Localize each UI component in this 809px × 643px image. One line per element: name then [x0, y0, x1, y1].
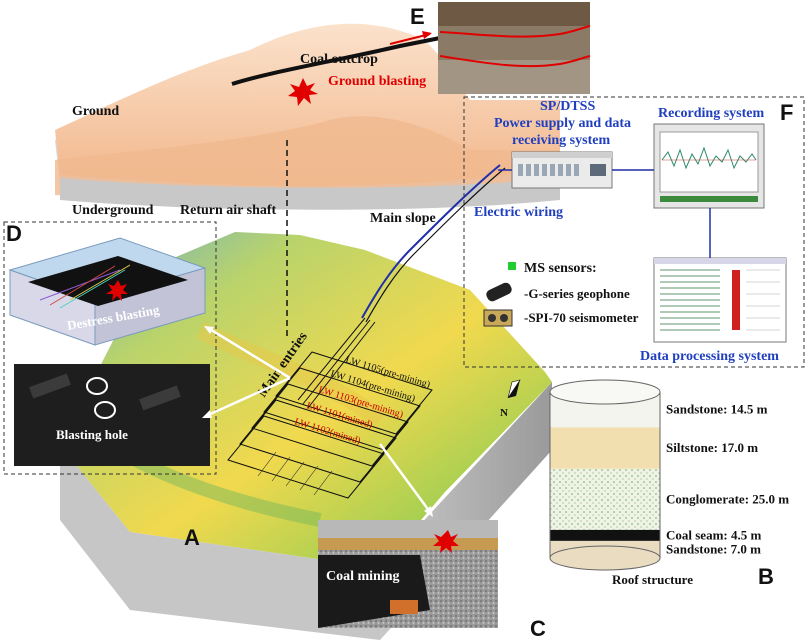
panel-b-letter: B: [758, 564, 774, 589]
panel-d-letter: D: [6, 221, 22, 246]
geophone-icon: [486, 282, 512, 302]
coal-outcrop-label: Coal outcrop: [300, 52, 378, 67]
north-label: N: [500, 407, 508, 419]
roof-column-top: [549, 379, 661, 405]
panel-c-arrow: [378, 443, 432, 513]
panel-c-cross-section: [318, 520, 498, 628]
panel-e-letter: E: [410, 4, 425, 29]
blasting-hole-label: Blasting hole: [56, 427, 128, 442]
panel-d-frame: [3, 221, 217, 475]
ms-sensor-icon: [508, 262, 516, 270]
roof-layer-label: Coal seam: 4.5 m: [666, 527, 761, 542]
panel-f-letter: F: [780, 100, 793, 125]
blasting-hole-marker: [94, 401, 116, 419]
ground-label: Ground: [72, 104, 119, 119]
main-slope-wiring: [361, 164, 501, 319]
panel-c-letter: C: [530, 616, 546, 641]
receiver-unit-icon: [511, 151, 613, 189]
coal-outcrop-line: [231, 36, 441, 86]
data-processing-screen-icon: [653, 257, 787, 343]
panel-a-letter: A: [184, 525, 200, 550]
north-arrow-icon: [507, 379, 521, 399]
roof-layer-label: Siltstone: 17.0 m: [666, 440, 758, 455]
roof-layer-label: Conglomerate: 25.0 m: [666, 491, 789, 506]
blasting-hole-marker: [86, 377, 108, 395]
roof-layer: [550, 427, 660, 469]
ms-sensors-label: MS sensors:: [524, 261, 597, 276]
panel-d-arrow: [205, 376, 291, 418]
destress-blasting-model: [8, 237, 207, 346]
sp-title-line3: receiving system: [512, 133, 610, 148]
ground-blasting-label: Ground blasting: [328, 74, 426, 89]
return-air-shaft-label: Return air shaft: [180, 203, 277, 218]
roof-layer: [550, 529, 660, 541]
panel-d-arrow: [207, 326, 291, 380]
sp-title-line1: SP/DTSS: [540, 99, 595, 114]
main-slope-label: Main slope: [370, 211, 436, 226]
seismometer-icon: [483, 309, 513, 327]
electric-wiring-label: Electric wiring: [474, 205, 563, 220]
ground-blasting-star-icon: [288, 78, 318, 106]
main-slope-line: [365, 167, 506, 323]
longwall-panels: [227, 351, 433, 499]
ground-surface: [55, 23, 560, 210]
recording-system-label: Recording system: [658, 106, 764, 121]
outcrop-arrowhead: [422, 31, 432, 39]
roof-structure-column: [549, 379, 661, 571]
recording-monitor-icon: [653, 123, 765, 209]
panel-f-frame: [463, 96, 805, 368]
roof-structure-caption: Roof structure: [612, 572, 693, 587]
roof-structure-labels: Sandstone: 14.5 m Siltstone: 17.0 m Conglo…: [666, 402, 789, 557]
geophone-label: -G-series geophone: [524, 286, 630, 301]
coal-mining-label: Coal mining: [326, 569, 400, 584]
roof-column-base: [549, 545, 661, 571]
roof-layer-label: Sandstone: 7.0 m: [666, 541, 761, 556]
data-processing-label: Data processing system: [640, 349, 779, 364]
underground-label: Underground: [72, 203, 154, 218]
longwall-hatch: [257, 451, 333, 496]
roof-layer-label: Sandstone: 14.5 m: [666, 402, 768, 417]
seismometer-label: -SPI-70 seismometer: [524, 310, 639, 325]
sp-title-line2: Power supply and data: [494, 116, 631, 131]
roof-layer: [550, 468, 660, 530]
